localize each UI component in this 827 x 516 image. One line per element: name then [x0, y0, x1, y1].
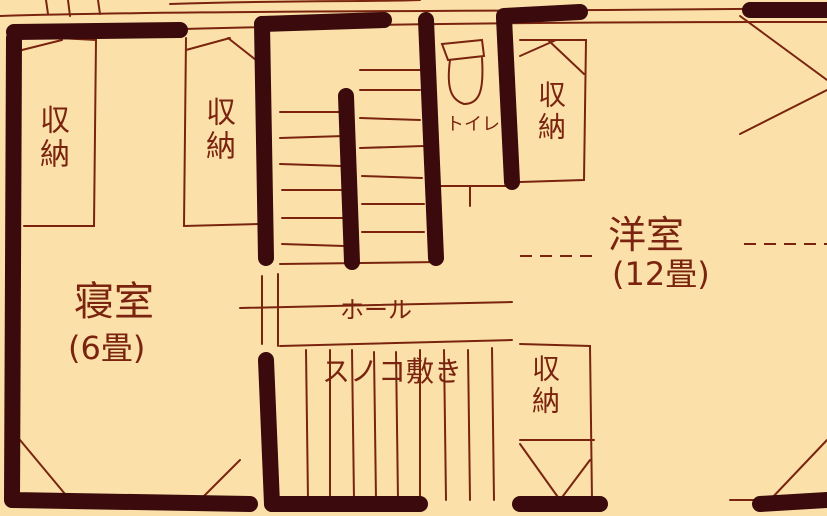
western-room-name: 洋室: [608, 213, 685, 257]
wall-hall-left: [258, 352, 280, 512]
hall-line: [279, 339, 513, 347]
closet-outline: [519, 39, 588, 183]
stair-tread: [279, 111, 345, 247]
hall-line: [239, 301, 513, 309]
door-mark: [261, 273, 279, 347]
closet-outline: [519, 343, 593, 501]
sunoko-slat: [305, 347, 495, 501]
wall-bottom-far-right: [752, 492, 827, 512]
closet-label-4: 収納: [528, 354, 561, 418]
closet-label-3: 収納: [534, 80, 567, 144]
wall-top-left: [6, 22, 188, 40]
top-band-line: [0, 7, 827, 17]
walls: [4, 2, 827, 512]
wall-left: [4, 30, 258, 512]
hall-label: ホール: [340, 296, 412, 324]
wall-stair-left: [254, 16, 274, 266]
sunoko-label: スノコ敷き: [322, 355, 463, 388]
top-band-line: [149, 21, 827, 31]
bedroom-size: (6畳): [68, 329, 146, 367]
wall-toilet-right: [496, 10, 520, 190]
western-room-size: (12畳): [612, 255, 710, 293]
closet-label-1: 収納: [34, 104, 69, 172]
closet-corner-line: [519, 443, 591, 501]
ceiling-dashed-line: [520, 243, 827, 257]
stair-tread: [359, 89, 425, 233]
thin-ink-lines: [0, 0, 827, 501]
toilet-bowl: [447, 57, 484, 106]
western-room-corner-line: [729, 15, 827, 501]
toilet-bowl: [440, 38, 486, 62]
top-band-line: [169, 0, 421, 5]
wall-top-right: [496, 4, 588, 24]
closet-label-2: 収納: [200, 96, 235, 164]
wall-stair-center: [338, 88, 360, 270]
top-mark: [45, 0, 101, 17]
closet-corner-line: [21, 37, 257, 61]
closet-corner-line: [519, 39, 585, 75]
stair-outline: [279, 69, 441, 265]
toilet-label: トイレ: [446, 114, 500, 135]
bedroom-corner-line: [19, 439, 241, 501]
closet-outline: [182, 37, 259, 228]
bedroom-name: 寝室: [74, 279, 154, 325]
toilet-room-outline: [435, 185, 511, 207]
wall-stair-right: [418, 12, 444, 266]
wall-top-stair: [254, 12, 392, 32]
